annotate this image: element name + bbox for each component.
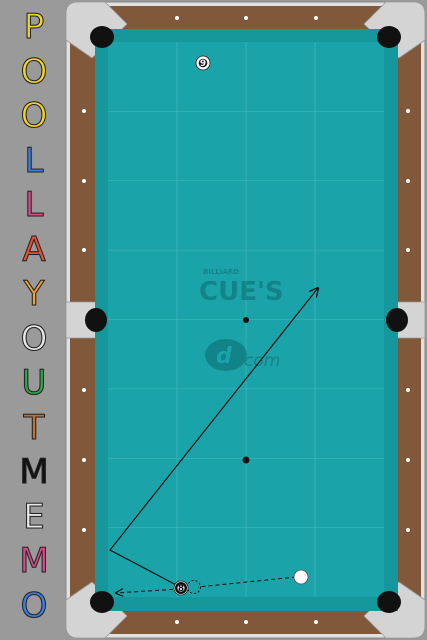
rail-diamond — [82, 458, 86, 462]
pocket-bottom-left — [90, 591, 114, 613]
title-letter: O — [20, 96, 48, 136]
ball-9[interactable]: 9 — [195, 55, 211, 71]
ball-8[interactable]: 8 — [173, 580, 189, 596]
title-letter: M — [19, 541, 49, 581]
pocket-bottom-right — [377, 591, 401, 613]
title-letter: L — [24, 140, 44, 181]
shot-path — [109, 288, 318, 593]
rail-diamond — [175, 620, 179, 624]
title-letter: A — [22, 229, 46, 270]
cue-ball-path — [197, 576, 297, 588]
ball-8-label: 8 — [178, 584, 184, 594]
title-letter: P — [23, 7, 45, 47]
object-ball-path — [116, 588, 181, 593]
title-letter: T — [23, 407, 45, 448]
felt-grid — [108, 42, 384, 597]
title-letter: L — [24, 185, 44, 225]
logo-small-text: BILLIARD — [203, 268, 239, 276]
title-letter: Y — [23, 274, 45, 314]
pocket-middle-right — [386, 308, 408, 332]
center-spot — [243, 317, 249, 323]
title-letter: U — [21, 363, 47, 403]
rail-diamond — [406, 388, 410, 392]
logo-main-text: CUE'S — [199, 277, 284, 307]
cue-ball[interactable] — [293, 569, 309, 585]
title-letter: O — [20, 585, 48, 626]
rail-diamond — [406, 179, 410, 183]
rail-diamond — [82, 179, 86, 183]
cues-logo: BILLIARD CUE'S d com — [199, 268, 284, 371]
rail-diamond — [175, 16, 179, 20]
title-letter: M — [19, 452, 49, 492]
rail-diamond — [244, 16, 248, 20]
rail-diamond — [82, 528, 86, 532]
pocket-top-left — [90, 26, 114, 48]
rail-diamond — [82, 109, 86, 113]
rail-diamond — [406, 109, 410, 113]
logo-sub-text: com — [244, 351, 280, 371]
rail-diamond — [314, 620, 318, 624]
rail-diamond — [82, 388, 86, 392]
rail-diamond — [244, 620, 248, 624]
rail-diamond — [406, 528, 410, 532]
rail-diamond — [314, 16, 318, 20]
title-sidebar — [0, 0, 64, 640]
title-letter: O — [20, 318, 48, 359]
ball-9-label: 9 — [200, 59, 206, 69]
foot-spot — [242, 456, 250, 464]
pocket-middle-left — [85, 308, 107, 332]
rail-diamond — [406, 248, 410, 252]
rail-diamonds — [82, 16, 410, 624]
pocket-top-right — [377, 26, 401, 48]
ghost-ball — [187, 580, 201, 594]
title-letter: O — [20, 51, 48, 92]
pockets — [85, 26, 408, 613]
title-letter: E — [23, 496, 45, 537]
bank-path — [109, 288, 318, 588]
rail-diamond — [82, 248, 86, 252]
svg-text:d: d — [216, 344, 232, 369]
rail-diamond — [406, 458, 410, 462]
